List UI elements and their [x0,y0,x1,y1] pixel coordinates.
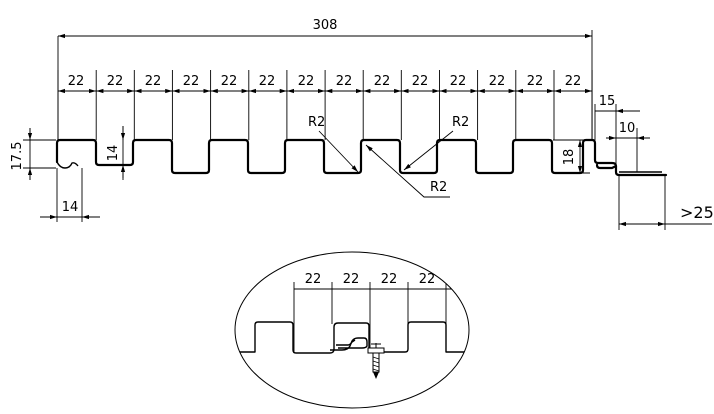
detail-profile-upper [407,321,469,353]
detail-pitch-label: 22 [305,272,322,287]
pitch-label: 22 [565,74,582,89]
detail-outline [234,251,470,409]
pitch-label: 22 [183,74,200,89]
pitch-label: 22 [412,74,429,89]
overlap-label: >25 [680,203,714,222]
left-height-label: 17.5 [10,142,25,171]
radius-label-b: R2 [452,115,469,130]
pitch-label: 22 [145,74,162,89]
lock-width-label: 10 [619,121,636,136]
pitch-label: 22 [221,74,238,89]
pitch-label: 22 [336,74,353,89]
overlap-dimension: >25 [618,176,714,230]
detail-pitch-label: 22 [343,272,360,287]
pitch-label: 22 [68,74,85,89]
sheet-profile [55,138,618,175]
pitch-label: 22 [259,74,276,89]
right-tail [614,164,668,177]
left-hook [56,161,79,169]
left-offset-dimension: 14 [40,168,100,222]
radius-label-a: R2 [308,115,325,130]
radius-callouts: R2 R2 R2 [308,115,469,198]
lock-offset-label: 15 [599,94,616,109]
left-offset-label: 14 [62,200,79,215]
pitch-dimension-chain: 22 22 22 22 22 22 22 22 22 22 22 22 22 2… [57,70,593,140]
pitch-label: 22 [298,74,315,89]
detail-pitch-label: 22 [419,272,436,287]
profile-height-dimension: 18 [553,139,590,174]
detail-view: 22 22 22 22 [234,251,470,409]
left-height-dimension: 17.5 [10,128,56,180]
pitch-label: 22 [489,74,506,89]
screw-icon [367,343,385,379]
rib-depth-label: 14 [106,145,121,162]
detail-lock-seam [330,337,368,351]
pitch-label: 22 [107,74,124,89]
radius-label-c: R2 [430,180,447,195]
lock-offset-dimension: 15 [594,94,640,164]
pitch-label: 22 [527,74,544,89]
rib-depth-dimension: 14 [106,126,126,180]
profile-height-label: 18 [562,149,577,166]
detail-pitch-label: 22 [381,272,398,287]
detail-lock-seam-inner [336,339,356,346]
lock-width-dimension: 10 [606,121,650,172]
pitch-label: 22 [450,74,467,89]
pitch-label: 22 [374,74,391,89]
overall-width-label: 308 [313,18,338,33]
